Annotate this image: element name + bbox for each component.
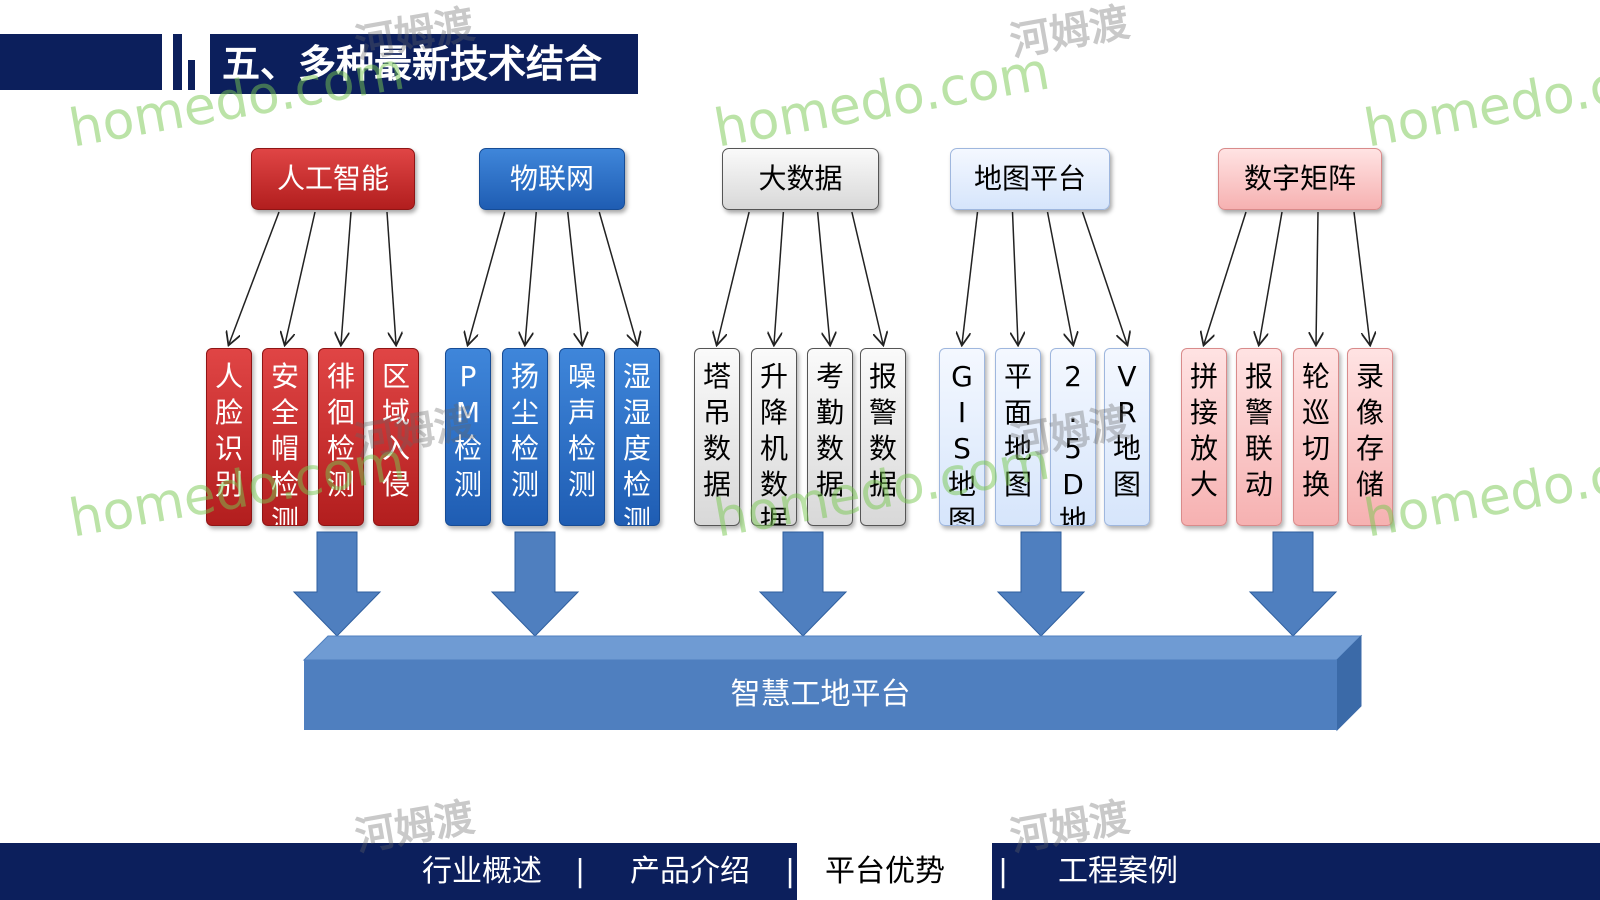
nav-item-product[interactable]: 产品介绍 [630,854,750,889]
header-bar [0,34,162,90]
connector-arrow [1081,211,1128,344]
nav-item-cases[interactable]: 工程案例 [1058,854,1178,889]
down-block-arrow [758,531,848,637]
item-box: 报警联动 [1236,348,1282,526]
connector-arrow [567,211,582,344]
down-block-arrow [1248,531,1338,637]
nav-separator: | [998,854,1009,889]
item-box: 考勤数据 [807,348,853,526]
nav-separator: | [785,854,796,889]
item-box: 徘徊检测 [318,348,364,526]
category-box: 地图平台 [950,148,1110,210]
item-box: 拼接放大 [1181,348,1227,526]
connector-arrow [598,211,637,344]
down-block-arrow [996,531,1086,637]
connector-arrow [962,211,979,344]
item-box: 塔吊数据 [694,348,740,526]
category-box: 人工智能 [251,148,415,210]
connector-arrow [1046,211,1074,344]
connector-arrow [229,211,280,344]
item-box: 2.5D地图 [1050,348,1096,526]
connector-arrow [525,211,537,344]
nav-item-industry[interactable]: 行业概述 [422,854,542,889]
header-stripe [173,34,182,90]
connector-arrow [1353,211,1370,344]
item-box: 报警数据 [860,348,906,526]
item-box: 安全帽检测 [262,348,308,526]
connector-arrow [386,211,396,344]
item-box: 噪声检测 [559,348,605,526]
connector-arrow [851,211,883,344]
platform-box: 智慧工地平台 [304,660,1337,730]
item-box: 轮巡切换 [1293,348,1339,526]
platform-top [302,635,1363,661]
connector-arrow [774,211,785,344]
item-box: 湿湿度检测 [614,348,660,526]
connector-arrow [816,211,830,344]
item-box: 录像存储 [1347,348,1393,526]
category-box: 物联网 [479,148,625,210]
connector-arrow [1316,211,1318,344]
down-block-arrow [490,531,580,637]
connector-arrow [717,211,750,344]
nav-item-advantage[interactable]: 平台优势 [797,843,992,900]
item-box: 扬尘检测 [502,348,548,526]
header-stripe [188,60,195,90]
item-box: 升降机数据 [751,348,797,526]
connector-arrow [468,211,506,344]
connector-arrow [285,211,316,344]
connector-arrow [1259,211,1283,344]
item-box: 平面地图 [995,348,1041,526]
connector-arrow [1204,211,1247,344]
category-box: 数字矩阵 [1218,148,1382,210]
connector-arrow [1013,211,1019,344]
page-title: 五、多种最新技术结合 [210,34,638,94]
item-box: 区域入侵 [373,348,419,526]
category-box: 大数据 [722,148,879,210]
connector-arrow [341,211,352,344]
down-block-arrow [292,531,382,637]
platform-side [1336,634,1362,732]
item-box: 人脸识别 [206,348,252,526]
nav-separator: | [575,854,586,889]
